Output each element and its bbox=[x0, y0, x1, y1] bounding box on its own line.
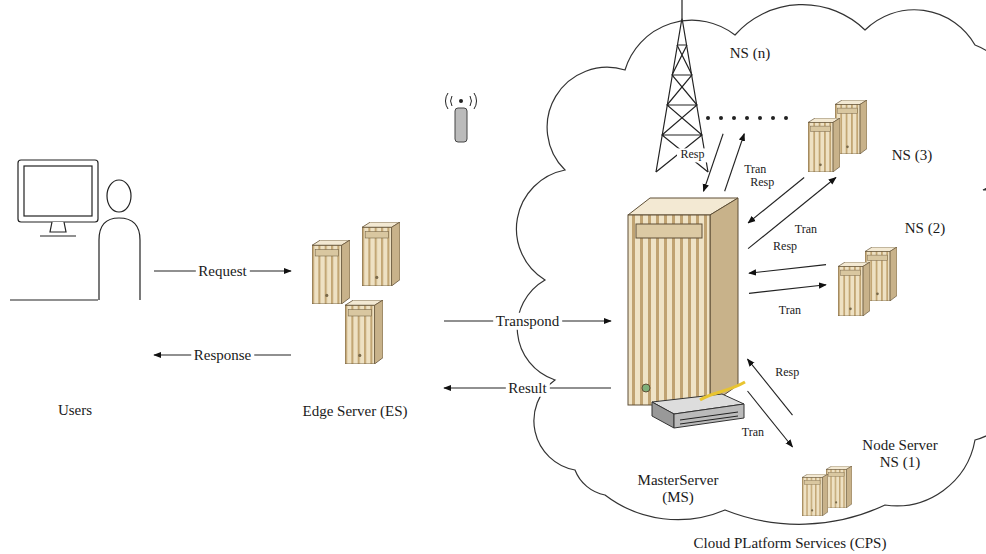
edge-label: Resp bbox=[770, 240, 800, 253]
router-front bbox=[652, 402, 674, 428]
router-cable bbox=[700, 382, 745, 400]
node-server: NS (3) bbox=[800, 95, 945, 175]
node-servers-3 bbox=[808, 100, 867, 172]
flow-arrow bbox=[749, 285, 826, 294]
router-device bbox=[652, 382, 745, 428]
user-person bbox=[99, 180, 140, 300]
node-server: NS (n) bbox=[700, 42, 800, 130]
edge-label: Resp bbox=[747, 177, 777, 190]
desk-line bbox=[10, 299, 98, 300]
radio-waves bbox=[445, 93, 476, 109]
server-icon bbox=[838, 262, 870, 316]
power-button bbox=[642, 384, 650, 392]
edge-servers bbox=[312, 222, 400, 364]
edge-label: Transpond bbox=[493, 313, 563, 330]
master-server: MasterServer (MS) bbox=[615, 195, 745, 515]
router-side bbox=[674, 404, 744, 428]
node-servers-n bbox=[706, 116, 788, 120]
edge-server: Edge Server (ES) bbox=[295, 215, 440, 425]
ellipsis-dot bbox=[719, 116, 723, 120]
ellipsis-dot bbox=[784, 116, 788, 120]
node-label: MasterServer (MS) bbox=[628, 472, 728, 506]
edge-label: Result bbox=[505, 380, 549, 397]
node-server: NS (2) bbox=[830, 215, 950, 320]
cloud-outline bbox=[516, 5, 986, 525]
node-label: NS (3) bbox=[892, 147, 932, 164]
flow-arrow bbox=[748, 178, 804, 223]
server-icon bbox=[312, 240, 350, 304]
wireless-antenna bbox=[445, 93, 476, 142]
node-server: Node Server NS (1) bbox=[795, 415, 950, 525]
flow-arrow bbox=[704, 134, 724, 191]
server-icon bbox=[808, 118, 840, 172]
person-head bbox=[107, 180, 131, 212]
ellipsis-dot bbox=[745, 116, 749, 120]
node-label: NS (2) bbox=[905, 220, 945, 237]
server-icon bbox=[345, 300, 383, 364]
tower-bracing bbox=[656, 45, 708, 172]
server-icon bbox=[362, 222, 400, 286]
server-front bbox=[628, 215, 710, 405]
server-icon bbox=[802, 474, 828, 516]
node-label: Edge Server (ES) bbox=[303, 403, 408, 420]
node-servers-1 bbox=[802, 466, 852, 516]
flow-arrow bbox=[748, 178, 836, 249]
monitor-screen bbox=[24, 166, 92, 216]
edge-label: Tran bbox=[739, 426, 767, 439]
node-label: Cloud PLatform Services (CPS) bbox=[694, 535, 887, 552]
connector-layer bbox=[154, 134, 836, 447]
node-label: NS (n) bbox=[730, 45, 770, 62]
ellipsis-dot bbox=[732, 116, 736, 120]
node-servers-2 bbox=[838, 247, 897, 316]
ellipsis-dot bbox=[771, 116, 775, 120]
edge-label: Tran bbox=[792, 224, 820, 237]
monitor-base bbox=[40, 235, 76, 236]
ellipsis-dot bbox=[758, 116, 762, 120]
monitor bbox=[18, 160, 98, 222]
edge-label: Tran bbox=[776, 304, 804, 317]
monitor-stand bbox=[50, 222, 66, 232]
edge-label: Response bbox=[191, 347, 255, 364]
node-label: Node Server NS (1) bbox=[855, 437, 945, 471]
server-side bbox=[710, 198, 738, 405]
antenna-body bbox=[455, 108, 467, 142]
user-computer bbox=[10, 160, 98, 300]
edge-label: Tran bbox=[741, 163, 769, 176]
ellipsis-dot bbox=[706, 116, 710, 120]
antenna-tip bbox=[459, 99, 463, 103]
server-icon bbox=[826, 466, 852, 508]
edge-label: Resp bbox=[677, 149, 707, 162]
cloud-region: MasterServer (MS) Node Server NS (1) NS (2… bbox=[535, 0, 986, 554]
master-server-icon bbox=[628, 198, 738, 405]
router-vents bbox=[680, 412, 738, 424]
edge-label: Resp bbox=[772, 367, 802, 380]
edge-label: Request bbox=[195, 263, 249, 280]
cloud-outline bbox=[535, 0, 986, 554]
user-terminal: Users bbox=[10, 150, 150, 425]
flow-arrow bbox=[749, 265, 826, 274]
server-panel bbox=[636, 224, 702, 238]
person-body bbox=[99, 218, 140, 300]
node-label: Users bbox=[58, 402, 92, 419]
